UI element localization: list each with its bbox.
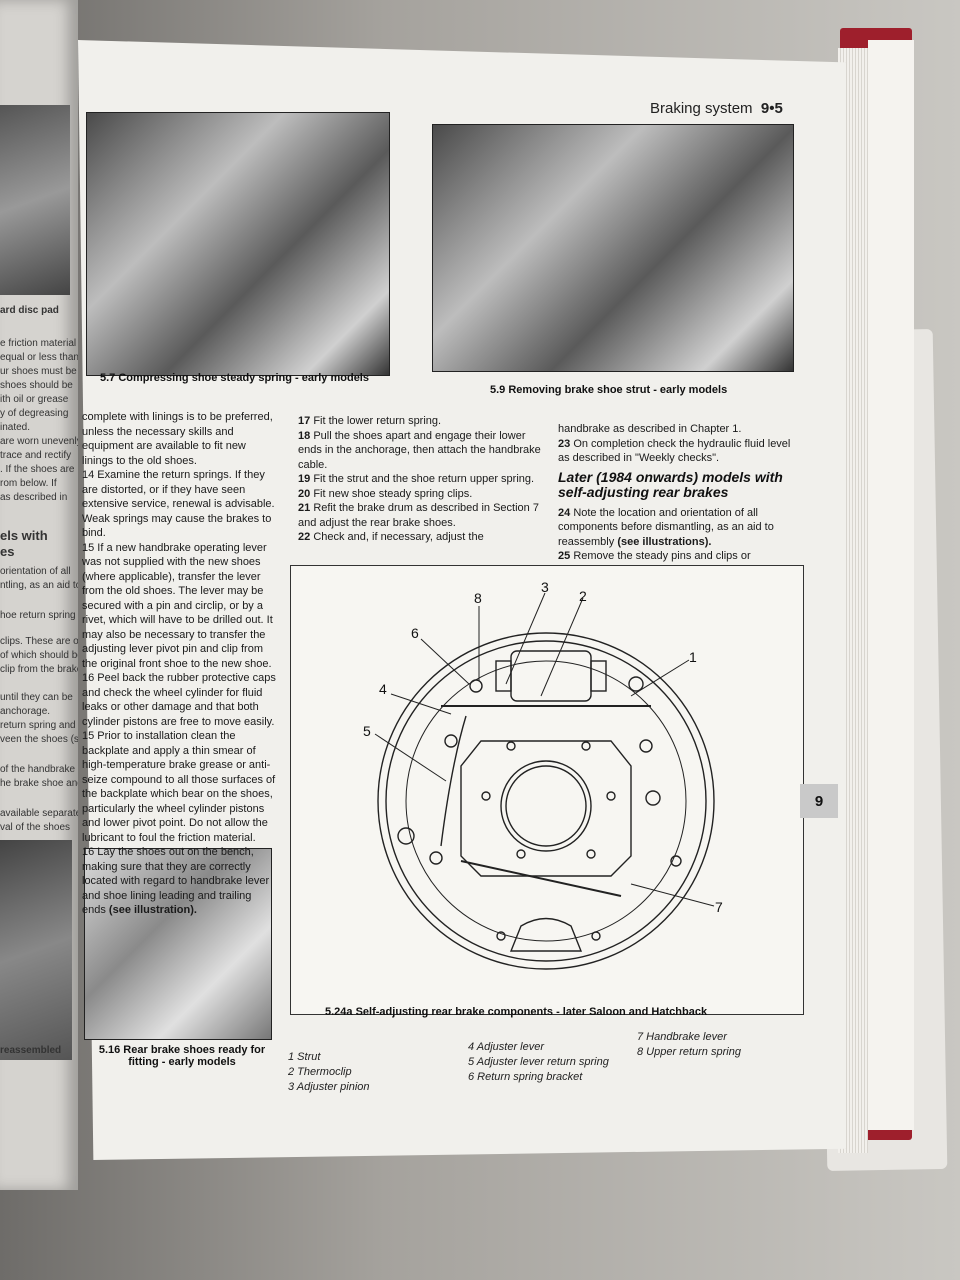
left-page-text: orientation of all bbox=[0, 566, 71, 577]
photo-brake-shoes bbox=[84, 848, 272, 1040]
left-page-text: available separately bbox=[0, 808, 78, 819]
backplate-rim bbox=[385, 640, 707, 962]
page-number: 9•5 bbox=[760, 100, 783, 117]
hub-plate bbox=[460, 740, 632, 877]
paragraph: complete with linings is to be preferred… bbox=[82, 411, 273, 467]
left-page-text: shoes should be bbox=[0, 380, 73, 391]
legend-column-2: 4 Adjuster lever 5 Adjuster lever return… bbox=[468, 1040, 609, 1085]
text-column-2: 17 Fit the lower return spring. 18 Pull … bbox=[298, 414, 543, 545]
left-page-text: hoe return spring bbox=[0, 610, 76, 621]
photo-compressing-spring bbox=[86, 112, 390, 376]
page-header: Braking system 9•5 bbox=[650, 100, 783, 117]
left-page-text: ntling, as an aid to bbox=[0, 580, 78, 591]
legend-column-3: 7 Handbrake lever 8 Upper return spring bbox=[637, 1030, 741, 1060]
chapter-tab: 9 bbox=[800, 784, 838, 818]
step-19: 19 Fit the strut and the shoe return upp… bbox=[298, 473, 535, 485]
step-20: 20 Fit new shoe steady spring clips. bbox=[298, 487, 473, 500]
left-page-text: return spring and bbox=[0, 720, 76, 731]
left-page-text: are worn unevenly bbox=[0, 436, 78, 447]
callout-4: 4 bbox=[379, 681, 387, 697]
left-page-text: trace and rectify bbox=[0, 450, 72, 461]
left-page: ard disc pad e friction material equal or … bbox=[0, 0, 78, 1190]
left-page-photo bbox=[0, 840, 72, 1060]
legend-item: 2 Thermoclip bbox=[288, 1066, 352, 1078]
callout-5: 5 bbox=[363, 723, 371, 739]
step-17: 17 Fit the lower return spring. bbox=[298, 415, 442, 427]
callout-6: 6 bbox=[411, 625, 419, 641]
step-24: 24 Note the location and orientation of … bbox=[558, 506, 774, 548]
left-page-text: ith oil or grease bbox=[0, 394, 69, 405]
page-block bbox=[868, 40, 914, 1130]
left-page-text: inated. bbox=[0, 422, 31, 433]
paragraph: 15 Prior to installation clean the backp… bbox=[82, 730, 276, 844]
caption-5-7: 5.7 Compressing shoe steady spring - ear… bbox=[100, 372, 369, 384]
left-page-text: equal or less than bbox=[0, 352, 78, 363]
text-column-3: handbrake as described in Chapter 1. 23 … bbox=[558, 422, 796, 564]
left-page-text: as described in bbox=[0, 492, 68, 503]
left-page-text: val of the shoes bbox=[0, 822, 71, 833]
left-page-text: clip from the brake bbox=[0, 664, 78, 675]
legend-item: 4 Adjuster lever bbox=[468, 1041, 545, 1053]
legend-item: 5 Adjuster lever return spring bbox=[468, 1056, 609, 1068]
backplate-outer bbox=[377, 632, 715, 970]
callout-2: 2 bbox=[579, 588, 587, 604]
step-18: 18 Pull the shoes apart and engage their… bbox=[298, 429, 541, 471]
caption-5-9: 5.9 Removing brake shoe strut - early mo… bbox=[490, 384, 728, 396]
caption-5-16: 5.16 Rear brake shoes ready for fitting … bbox=[98, 1044, 266, 1068]
legend-item: 6 Return spring bracket bbox=[468, 1071, 583, 1083]
left-page-text: clips. These are of bbox=[0, 636, 78, 647]
left-page-text: ur shoes must be bbox=[0, 366, 77, 377]
left-page-text: ard disc pad bbox=[0, 305, 59, 316]
paragraph: 14 Examine the return springs. If they a… bbox=[82, 469, 275, 539]
left-page-photo bbox=[0, 105, 70, 295]
legend-column-1: 1 Strut 2 Thermoclip 3 Adjuster pinion bbox=[288, 1050, 370, 1095]
step-25: 25 Remove the steady pins and clips or bbox=[558, 550, 751, 562]
left-page-text: he brake shoe and bbox=[0, 778, 78, 789]
left-page-text: es bbox=[0, 544, 15, 559]
left-page-text: of the handbrake bbox=[0, 764, 76, 775]
continued-text: handbrake as described in Chapter 1. bbox=[558, 423, 742, 435]
adjuster-spring bbox=[440, 715, 467, 847]
step-21: 21 Refit the brake drum as described in … bbox=[298, 502, 539, 529]
left-page-text: veen the shoes (see bbox=[0, 734, 78, 745]
brake-diagram: 1 2 3 4 5 6 7 8 bbox=[290, 565, 804, 1015]
photo-removing-strut bbox=[432, 124, 794, 372]
legend-item: 8 Upper return spring bbox=[637, 1046, 741, 1058]
section-heading: Later (1984 onwards) models with self-ad… bbox=[558, 468, 783, 500]
left-page-text: els with bbox=[0, 528, 48, 543]
wheel-cylinder bbox=[510, 650, 592, 702]
callout-3: 3 bbox=[541, 579, 549, 595]
paragraph: 16 Peel back the rubber protective caps … bbox=[82, 672, 276, 728]
callout-7: 7 bbox=[715, 899, 723, 915]
paragraph: 15 If a new handbrake operating lever wa… bbox=[82, 541, 273, 670]
shoe-outline bbox=[405, 660, 687, 942]
left-page-text: reassembled bbox=[0, 1045, 62, 1056]
legend-item: 1 Strut bbox=[288, 1051, 321, 1063]
legend-item: 3 Adjuster pinion bbox=[288, 1081, 370, 1093]
left-page-text: y of degreasing bbox=[0, 408, 69, 419]
handbrake-lever bbox=[460, 860, 622, 897]
callout-8: 8 bbox=[474, 590, 482, 606]
step-22: 22 Check and, if necessary, adjust the bbox=[298, 531, 484, 543]
brake-diagram-drawing: 1 2 3 4 5 6 7 8 bbox=[363, 579, 723, 970]
lower-anchor bbox=[509, 917, 583, 952]
left-page-text: anchorage. bbox=[0, 706, 51, 717]
hub-center bbox=[500, 760, 592, 852]
caption-5-24a: 5.24a Self-adjusting rear brake componen… bbox=[325, 1006, 708, 1018]
paragraph: 16 Lay the shoes out on the bench, makin… bbox=[82, 846, 270, 916]
section-title: Braking system bbox=[650, 100, 753, 117]
step-23: 23 On completion check the hydraulic flu… bbox=[558, 437, 791, 465]
left-page-text: of which should be bbox=[0, 650, 78, 661]
callout-1: 1 bbox=[689, 649, 697, 665]
illustration-ref: (see illustration). bbox=[108, 904, 197, 916]
legend-item: 7 Handbrake lever bbox=[637, 1031, 727, 1043]
text-column-1: complete with linings is to be preferred… bbox=[82, 410, 278, 918]
left-page-text: e friction material bbox=[0, 338, 77, 349]
left-page-text: . If the shoes are bbox=[0, 464, 75, 475]
left-page-text: rom below. If bbox=[0, 478, 57, 489]
left-page-text: until they can be bbox=[0, 692, 73, 703]
